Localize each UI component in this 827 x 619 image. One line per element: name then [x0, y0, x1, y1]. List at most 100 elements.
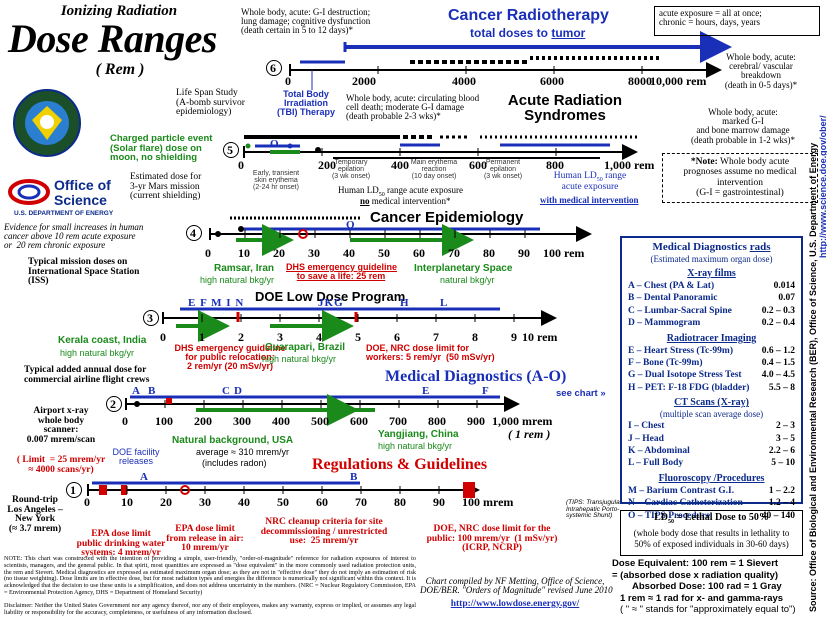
note-box: *Note: Whole body acute prognoses assume…: [662, 153, 818, 203]
ld50-line2: (whole body dose that results in lethali…: [633, 528, 790, 549]
tracer-header: Radiotracer Imaging: [666, 332, 757, 344]
dhs-save-life-label: DHS emergency guideline to save a life: …: [286, 262, 398, 282]
scale1-tick-2: 20: [160, 495, 172, 509]
scale3-tick-10: 10 rem: [522, 330, 558, 344]
letter-i: I: [226, 297, 232, 309]
xray-row-a: A – Chest (PA & Lat)0.014: [628, 280, 795, 292]
scale2-letter-a: A: [132, 385, 140, 397]
note-paragraph: NOTE: This chart was constructed with th…: [4, 555, 416, 596]
early-erythema-label: Early, transient skin erythema (2-24 hr …: [252, 170, 300, 192]
scale1-tick-7: 70: [355, 495, 367, 509]
scale3-letters-left: E F M I N: [188, 297, 244, 309]
tracer-h-value: 5.5 – 8: [768, 382, 795, 393]
main-erythema-label: Main erythema reaction (10 day onset): [410, 159, 458, 181]
ld50-box-sub: 50: [668, 519, 675, 525]
panel-title-rads: rads: [749, 241, 771, 253]
scale5-letter-o: O: [270, 138, 279, 150]
natural-bkg-sub: average ≈ 310 mrem/yr: [196, 447, 289, 457]
ld50-a: Human LD: [338, 185, 379, 195]
fluoro-row-o: O – TIPS Procedure 40 – 140: [628, 510, 795, 522]
iss-label: Typical mission doses on International S…: [28, 257, 140, 287]
note-text-block: NOTE: This chart was constructed with th…: [4, 555, 416, 597]
scale1-tick-5: 50: [277, 495, 289, 509]
airport-scanner-label: Airport x-ray whole body scanner: 0.007 …: [26, 406, 96, 446]
ct-header: CT Scans (X-ray): [674, 397, 749, 409]
space-label: Interplanetary Space: [414, 263, 513, 274]
doe-worker-limit-label: DOE, NRC dose limit for workers: 5 rem/y…: [366, 343, 495, 363]
scale3-tick-5: 5: [355, 330, 361, 344]
see-chart-link[interactable]: see chart »: [556, 389, 606, 399]
scale3-tick-2: 2: [238, 330, 244, 344]
letter-f: F: [200, 297, 208, 309]
panel-title: Medical Diagnostics rads: [628, 240, 795, 254]
scale5-tick-5: 1,000 rem: [604, 158, 655, 172]
doe-public-limit-label: DOE, NRC dose limit for the public: 100 …: [426, 524, 558, 554]
gi-destruction-text: Whole body, acute: G-I destruction; lung…: [241, 7, 371, 36]
scale1-number: 1: [70, 483, 76, 497]
scale1-letter-a: A: [140, 471, 148, 483]
fluoro-row-m: M – Barium Contrast G.I.1 – 2.2: [628, 485, 795, 497]
letter-h: H: [400, 297, 409, 309]
equiv-line1: Dose Equivalent: 100 rem = 1 Sievert: [612, 558, 779, 569]
disclaimer-paragraph: Disclaimer: Neither the United States Go…: [4, 602, 416, 616]
ld50m-a: Human LD: [553, 171, 597, 181]
tumor-link[interactable]: tumor: [551, 26, 586, 40]
scale4-tick-1: 10: [238, 246, 250, 260]
disclaimer-block: Disclaimer: Neither the United States Go…: [4, 602, 416, 617]
ct-i-value: 2 – 3: [776, 421, 795, 432]
ober-link[interactable]: http://www.science.doe.gov/ober/: [818, 115, 827, 258]
perm-epilation-label: Permanent epilation (3 wk onset): [483, 159, 523, 181]
ld50-c: medical intervention*: [369, 196, 451, 206]
ct-l-value: 5 – 10: [771, 458, 795, 469]
panel-subtitle: (Estimated maximum organ dose): [650, 254, 773, 264]
scale5-tick-4: 800: [546, 158, 564, 172]
scale4-tick-6: 60: [413, 246, 425, 260]
equiv-line3: Absorbed Dose: 100 rad = 1 Gray: [632, 581, 782, 592]
tracer-f-value: 0.4 – 1.5: [761, 358, 795, 369]
scale1-tick-8: 80: [394, 495, 406, 509]
xray-d-name: D – Mammogram: [628, 318, 701, 329]
equiv-line4: 1 rem ≈ 1 rad for x- and gamma-rays: [620, 592, 784, 604]
ld50-med-label: Human LD50 range acute exposure: [540, 171, 640, 193]
xray-header: X-ray films: [687, 268, 736, 279]
tracer-f-name: F – Bone (Tc-99m): [628, 358, 703, 369]
scale2-tick-4: 400: [272, 414, 290, 428]
scale1-tick-9: 90: [433, 495, 445, 509]
scale2-letter-f: F: [482, 385, 489, 397]
kerala-label: Kerala coast, India: [58, 335, 147, 346]
tracer-e-value: 0.6 – 1.2: [761, 345, 795, 356]
fluoro-o-value: 40 – 140: [761, 510, 795, 521]
dose-equivalent-block: Dose Equivalent: 100 rem = 1 Sievert = (…: [612, 558, 812, 616]
cerebral-text: Whole body, acute: cerebral/ vascular br…: [724, 52, 798, 90]
scale4-tick-9: 90: [518, 246, 530, 260]
cancer-radiotherapy-sub: total doses to tumor: [470, 27, 585, 39]
scale2-tick-1: 100: [155, 414, 173, 428]
scale2-header: Medical Diagnostics (A-O): [385, 368, 567, 385]
scale3-letters-mid: JKG: [318, 297, 344, 309]
title-line1: Ionizing Radiation: [60, 3, 178, 19]
ld50m-b: range acute exposure: [561, 171, 627, 192]
guarapari-label: Guarapari, Brazil: [265, 342, 346, 353]
ars-label: Acute Radiation Syndromes: [507, 92, 623, 125]
lowdose-link[interactable]: http://www.lowdose.energy.gov/: [450, 599, 580, 609]
scale6-graphics: [289, 31, 732, 90]
ld50m-sub: 50: [596, 176, 603, 183]
fluoro-m-name: M – Barium Contrast G.I.: [628, 485, 735, 496]
scale2-tick-10: 1,000 mrem: [492, 414, 553, 428]
equiv-line5: ( " ≈ " stands for "approximately equal …: [620, 604, 796, 615]
scale6-tick-3: 6000: [540, 74, 564, 88]
scale2-tick-0: 0: [122, 414, 128, 428]
scale4-tick-7: 70: [448, 246, 460, 260]
scale1-tick-4: 40: [238, 495, 250, 509]
letter-e: E: [188, 297, 197, 309]
xray-b-value: 0.07: [778, 293, 795, 304]
scale6-tick-5: 10,000 rem: [650, 74, 707, 88]
fluoro-o-name: O – TIPS Procedure: [628, 510, 711, 521]
scale1-tick-6: 60: [316, 495, 328, 509]
